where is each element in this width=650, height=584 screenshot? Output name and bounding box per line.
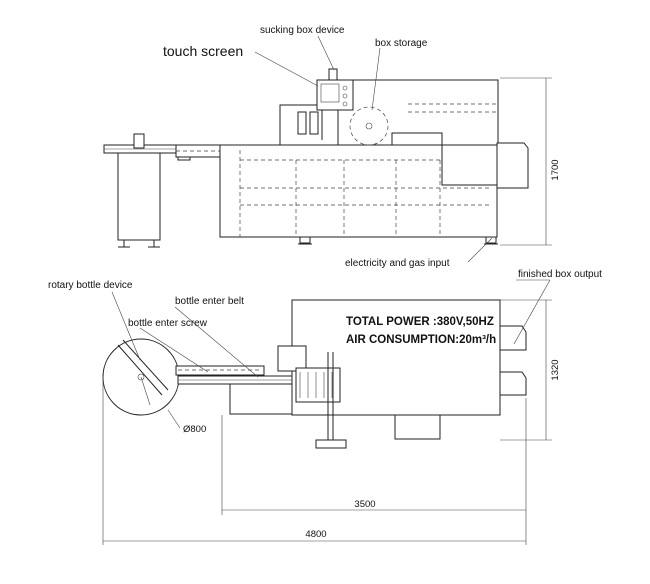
- spec-air-consumption: AIR CONSUMPTION:20m³/h: [346, 334, 496, 346]
- front-view: [103, 68, 552, 248]
- label-bottle-enter-screw: bottle enter screw: [128, 318, 208, 329]
- bottle-enter-screw: [175, 365, 265, 376]
- label-sucking-box-device: sucking box device: [260, 25, 345, 36]
- dimension-labels: 1700 1320 Ø800 3500 4800: [183, 159, 561, 540]
- dim-height-1700: 1700: [550, 159, 561, 180]
- infeed-stand: [117, 151, 161, 241]
- dim-length-3500: 3500: [354, 499, 375, 510]
- rotary-wheel: [349, 106, 389, 146]
- output-chute: [496, 142, 529, 189]
- spec-total-power: TOTAL POWER :380V,50HZ: [346, 316, 494, 328]
- dim-height-1320: 1320: [550, 359, 561, 380]
- label-touch-screen: touch screen: [163, 43, 243, 59]
- label-electricity-gas-input: electricity and gas input: [345, 258, 450, 269]
- label-bottle-enter-belt: bottle enter belt: [175, 296, 244, 307]
- leader-lines: [111, 35, 551, 429]
- label-finished-box-output: finished box output: [518, 269, 602, 280]
- labels: sucking box device touch screen box stor…: [48, 25, 602, 329]
- touch-screen-panel: [316, 79, 354, 111]
- operator-stand: [315, 439, 347, 449]
- dim-diameter-800: Ø800: [183, 424, 206, 435]
- label-box-storage: box storage: [375, 38, 428, 49]
- dim-length-4800: 4800: [305, 529, 326, 540]
- sucking-box-device: [279, 104, 339, 146]
- label-rotary-bottle-device: rotary bottle device: [48, 280, 133, 291]
- spec-block: TOTAL POWER :380V,50HZ AIR CONSUMPTION:2…: [346, 316, 496, 346]
- top-view: [102, 299, 552, 545]
